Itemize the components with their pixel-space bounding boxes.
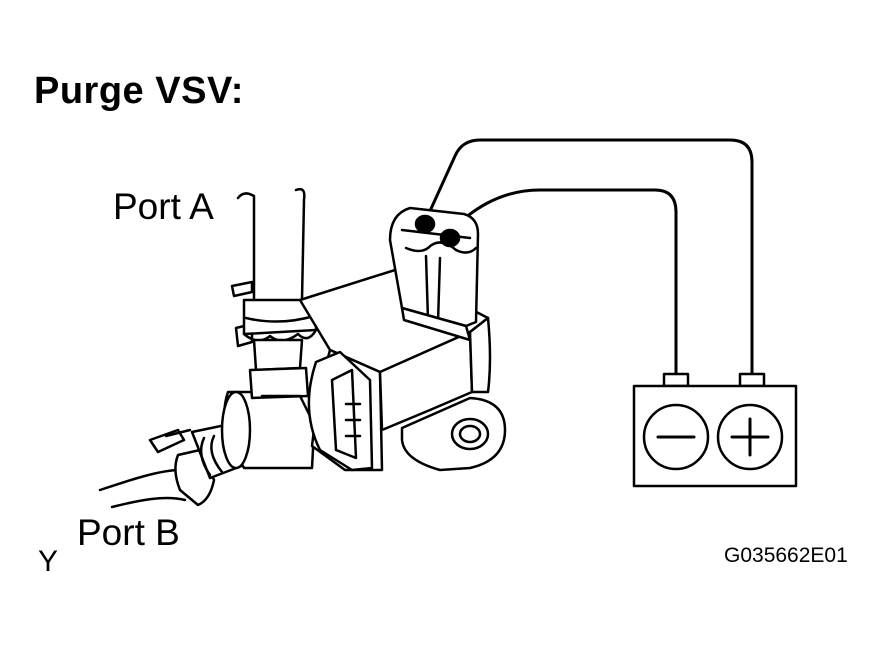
diagram-title: Purge VSV: [34, 70, 244, 112]
hose-port-a [230, 187, 318, 422]
corner-mark: Y [38, 545, 59, 578]
battery-terminal-negative [662, 372, 690, 388]
wire-positive [423, 138, 754, 378]
battery [632, 372, 798, 488]
connector-pin-1 [414, 214, 436, 234]
port-b-label: Port B [77, 512, 180, 553]
battery-terminal-positive [738, 372, 766, 388]
figure-code: G035662E01 [724, 544, 848, 567]
vsv-inlet-cylinder [220, 390, 318, 470]
connector-pin-2 [439, 228, 461, 248]
connector [388, 206, 480, 342]
port-a-label: Port A [113, 186, 214, 227]
